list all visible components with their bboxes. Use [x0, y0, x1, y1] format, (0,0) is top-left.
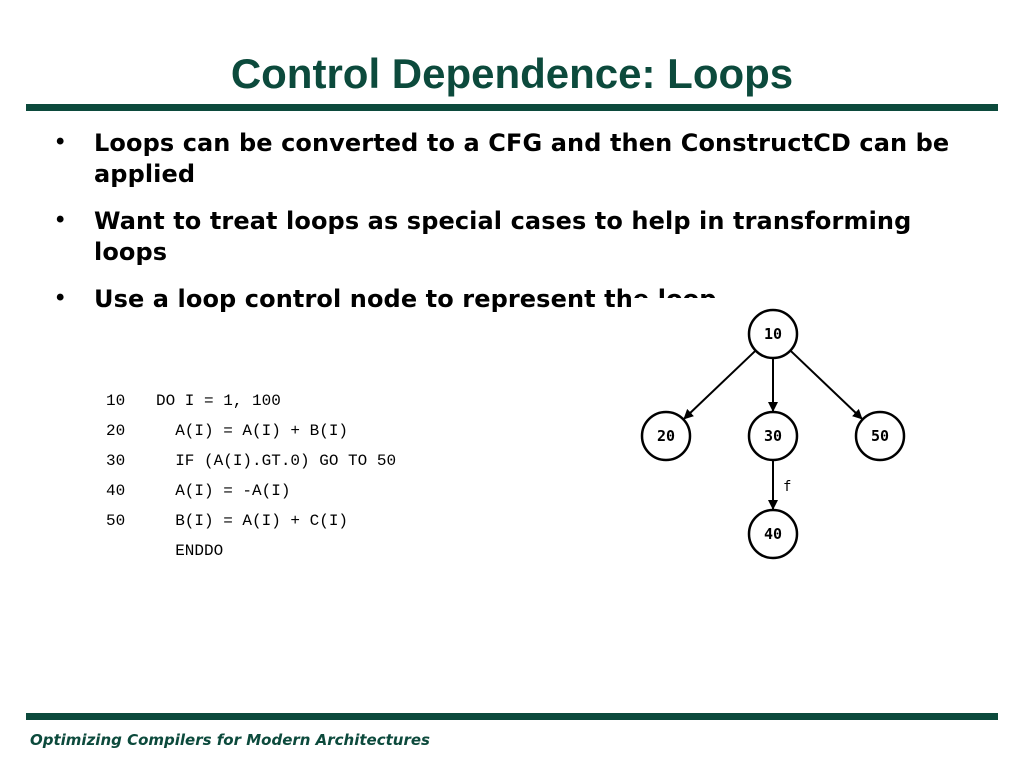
node-label: 20 — [657, 427, 675, 445]
bullet-list: • Loops can be converted to a CFG and th… — [56, 128, 986, 331]
code-text: A(I) = -A(I) — [175, 482, 291, 500]
line-number: 10 — [106, 392, 126, 410]
node-circle — [747, 508, 799, 560]
code-text: ENDDO — [175, 542, 224, 560]
code-indent — [156, 542, 175, 560]
graph-node: 10 — [747, 308, 799, 360]
code-text: DO I = 1, 100 — [156, 392, 281, 410]
code-text: IF (A(I).GT.0) GO TO 50 — [175, 452, 397, 470]
code-indent — [156, 452, 175, 470]
bullet-item: • Loops can be converted to a CFG and th… — [56, 128, 986, 190]
code-text: B(I) = A(I) + C(I) — [175, 512, 349, 530]
node-circle — [854, 410, 906, 462]
node-label: 50 — [871, 427, 889, 445]
code-line: 30 IF (A(I).GT.0) GO TO 50 — [106, 446, 396, 476]
bullet-icon: • — [56, 206, 65, 233]
code-indent — [156, 512, 175, 530]
bullet-item: • Want to treat loops as special cases t… — [56, 206, 986, 268]
code-line: 20 A(I) = A(I) + B(I) — [106, 416, 396, 446]
bullet-text: Want to treat loops as special cases to … — [94, 207, 912, 266]
node-circle — [747, 308, 799, 360]
line-number: 30 — [106, 452, 126, 470]
graph-node: 30 — [747, 410, 799, 462]
node-label: 10 — [764, 325, 782, 343]
bullet-icon: • — [56, 284, 65, 311]
graph-node: 50 — [854, 410, 906, 462]
footer-divider — [26, 713, 998, 720]
code-indent — [156, 422, 175, 440]
code-text: A(I) = A(I) + B(I) — [175, 422, 349, 440]
edge-n10-n20 — [683, 349, 757, 420]
node-circle — [747, 410, 799, 462]
slide-title: Control Dependence: Loops — [230, 50, 794, 97]
code-line: 50 B(I) = A(I) + C(I) — [106, 506, 396, 536]
code-indent — [156, 482, 175, 500]
node-label: 30 — [764, 427, 782, 445]
graph-node: 20 — [640, 410, 692, 462]
graph-node: 40 — [747, 508, 799, 560]
node-label: 40 — [764, 525, 782, 543]
line-number: 20 — [106, 422, 126, 440]
footer-text: Optimizing Compilers for Modern Architec… — [30, 731, 430, 749]
bullet-icon: • — [56, 128, 65, 155]
bullet-item: • Use a loop control node to represent t… — [56, 284, 986, 315]
code-line: ENDDO — [106, 536, 396, 566]
node-circle — [640, 410, 692, 462]
bullet-text: Use a loop control node to represent the… — [94, 285, 717, 313]
edge-n10-n50 — [789, 349, 863, 420]
code-line: 10 DO I = 1, 100 — [106, 386, 396, 416]
graph-svg: f 10 20 30 50 40 — [640, 308, 906, 560]
line-number: 40 — [106, 482, 126, 500]
code-listing: 10 DO I = 1, 100 20 A(I) = A(I) + B(I) 30… — [106, 386, 396, 566]
bullet-text: Loops can be converted to a CFG and then… — [94, 129, 950, 188]
control-dependence-graph: f 10 20 30 50 40 — [632, 298, 932, 568]
line-number: 50 — [106, 512, 126, 530]
title-divider — [26, 104, 998, 111]
edge-label: f — [783, 479, 791, 495]
code-line: 40 A(I) = -A(I) — [106, 476, 396, 506]
